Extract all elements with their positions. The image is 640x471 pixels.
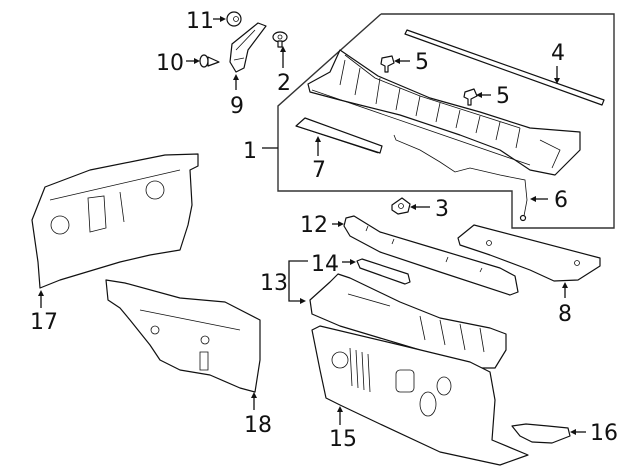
part-8-panel (457, 224, 601, 282)
callout-11: 11 (186, 9, 214, 34)
part-10-pushpin (199, 54, 220, 68)
callout-6: 6 (554, 188, 568, 213)
callout-16: 16 (590, 421, 618, 446)
part-5-clip-b (463, 88, 478, 106)
part-13-plenum (309, 273, 507, 369)
callout-15: 15 (329, 427, 357, 452)
part-3-nut (391, 197, 411, 215)
part-12-cowl-panel (343, 215, 519, 296)
callout-12: 12 (300, 213, 328, 238)
part-4-weatherstrip (404, 29, 605, 106)
part-6-hose (393, 134, 528, 222)
callout-2: 2 (277, 71, 291, 96)
callout-17: 17 (30, 310, 58, 335)
callout-9: 9 (230, 94, 244, 119)
callout-8: 8 (558, 302, 572, 327)
part-17-insulator (31, 153, 199, 289)
group-1-frame (277, 13, 615, 229)
callout-4: 4 (551, 41, 565, 66)
callout-10: 10 (156, 51, 184, 76)
callout-7: 7 (312, 158, 326, 183)
leader-lines (38, 16, 586, 435)
part-1-cowl-grille (307, 49, 581, 176)
part-16-bracket (511, 423, 571, 444)
part-7-seal (295, 117, 383, 154)
part-2-screw (272, 31, 288, 48)
callout-labels: 1 2 3 4 5 5 6 7 8 9 10 11 12 13 14 15 16… (30, 9, 618, 452)
part-9-bracket (229, 22, 267, 73)
callout-1: 1 (243, 139, 257, 164)
callout-5b: 5 (496, 84, 510, 109)
callout-3: 3 (435, 197, 449, 222)
callout-14: 14 (311, 252, 339, 277)
part-14-seal (356, 258, 411, 285)
part-11-grommet (226, 11, 242, 27)
callout-13: 13 (260, 271, 288, 296)
callout-18: 18 (244, 413, 272, 438)
part-5-clip-a (380, 55, 395, 73)
part-15-dash-panel (311, 325, 529, 466)
part-18-insulator (105, 279, 261, 393)
callout-5a: 5 (415, 50, 429, 75)
